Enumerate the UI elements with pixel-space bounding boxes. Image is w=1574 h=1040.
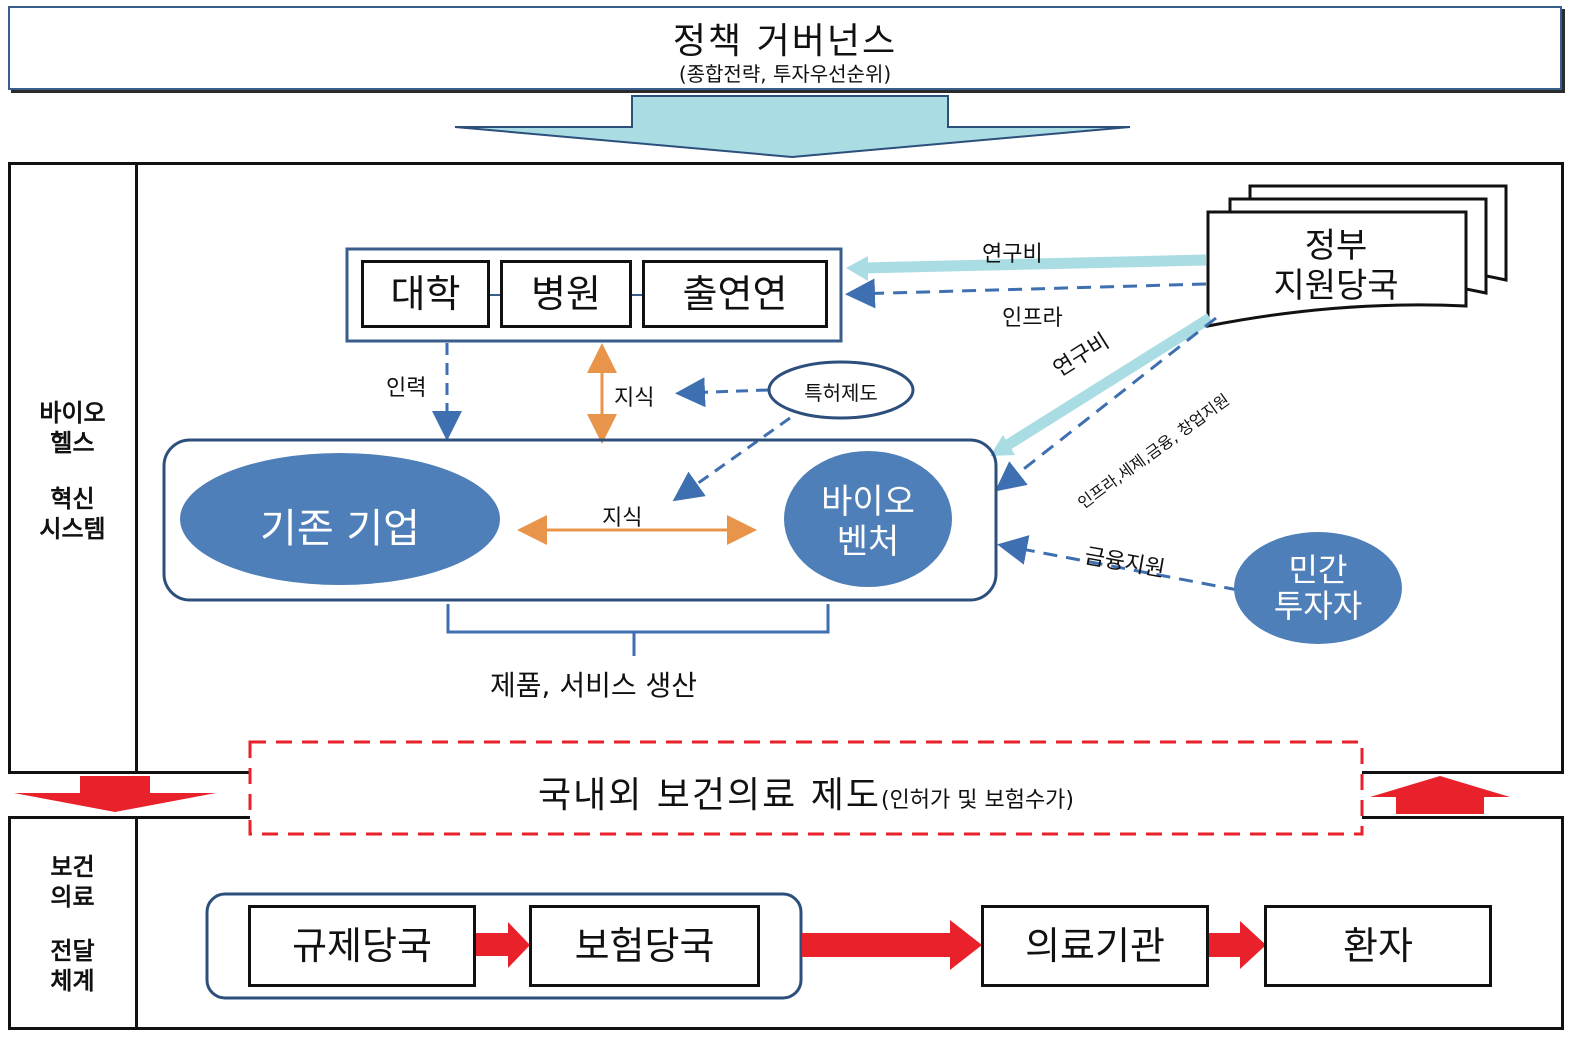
rnd-arrow-top: [861, 254, 1207, 274]
delivery-label-2: 전달 체계: [50, 937, 95, 995]
governance-down-arrow: [454, 95, 1131, 159]
patent-label: 특허제도: [804, 381, 878, 405]
medical-institution-box: 의료기관: [981, 905, 1209, 987]
institute-box: 출연연: [642, 260, 828, 328]
red-up-arrow: [1370, 776, 1510, 814]
production-label: 제품, 서비스 생산: [490, 669, 698, 702]
bio-system-label-2: 혁신 시스템: [39, 485, 106, 543]
governance-title: 정책 거버넌스: [672, 21, 898, 62]
bio-system-label-1: 바이오 헬스: [39, 399, 106, 457]
manpower-label: 인력: [386, 376, 427, 401]
patent-ellipse: [767, 360, 915, 420]
government-document-stack: [1206, 184, 1508, 328]
bio-venture-ellipse: [784, 451, 952, 587]
hospital-box: 병원: [500, 260, 632, 328]
governance-box: [8, 6, 1562, 90]
existing-firm-label: 기존 기업: [260, 506, 420, 552]
delivery-label-1: 보건 의료: [50, 853, 95, 911]
existing-firm-ellipse: [180, 453, 500, 585]
government-label: 정부 지원당국: [1273, 226, 1399, 306]
bio-venture-label: 바이오 벤처: [821, 482, 915, 562]
infra-top-label: 인프라: [1002, 306, 1063, 331]
investor-ellipse: [1234, 532, 1402, 644]
regulator-box: 규제당국: [248, 905, 476, 987]
delivery-flow-arrows: [476, 920, 1266, 970]
firms-container: [162, 438, 998, 602]
bio-system-divider: [135, 162, 138, 774]
healthcare-policy-text: 국내외 보건의료 제도(인허가 및 보험수가): [250, 766, 1362, 818]
rnd-arrow-diag: [1003, 313, 1213, 451]
university-box: 대학: [361, 260, 490, 328]
finance-arrow: [997, 535, 1239, 592]
governance-subtitle: (종합전략, 투자우선순위): [678, 62, 892, 86]
insurer-box: 보험당국: [529, 905, 760, 987]
delivery-divider: [135, 816, 138, 1030]
patent-down-arrow: [672, 416, 791, 502]
knowledge-top-label: 지식: [614, 386, 655, 411]
rnd-top-label: 연구비: [982, 242, 1043, 267]
investor-label: 민간 투자자: [1273, 551, 1363, 625]
production-brace: [446, 604, 830, 656]
healthcare-policy-main: 국내외 보건의료 제도: [537, 775, 881, 816]
healthcare-policy-note: (인허가 및 보험수가): [880, 788, 1075, 813]
healthcare-policy-box: [248, 740, 1364, 836]
red-down-arrow: [14, 776, 216, 812]
infra-arrow: [845, 278, 1207, 309]
knowledge-mid-label: 지식: [602, 506, 643, 531]
patient-box: 환자: [1264, 905, 1492, 987]
patent-knowledge-arrow: [675, 377, 769, 408]
